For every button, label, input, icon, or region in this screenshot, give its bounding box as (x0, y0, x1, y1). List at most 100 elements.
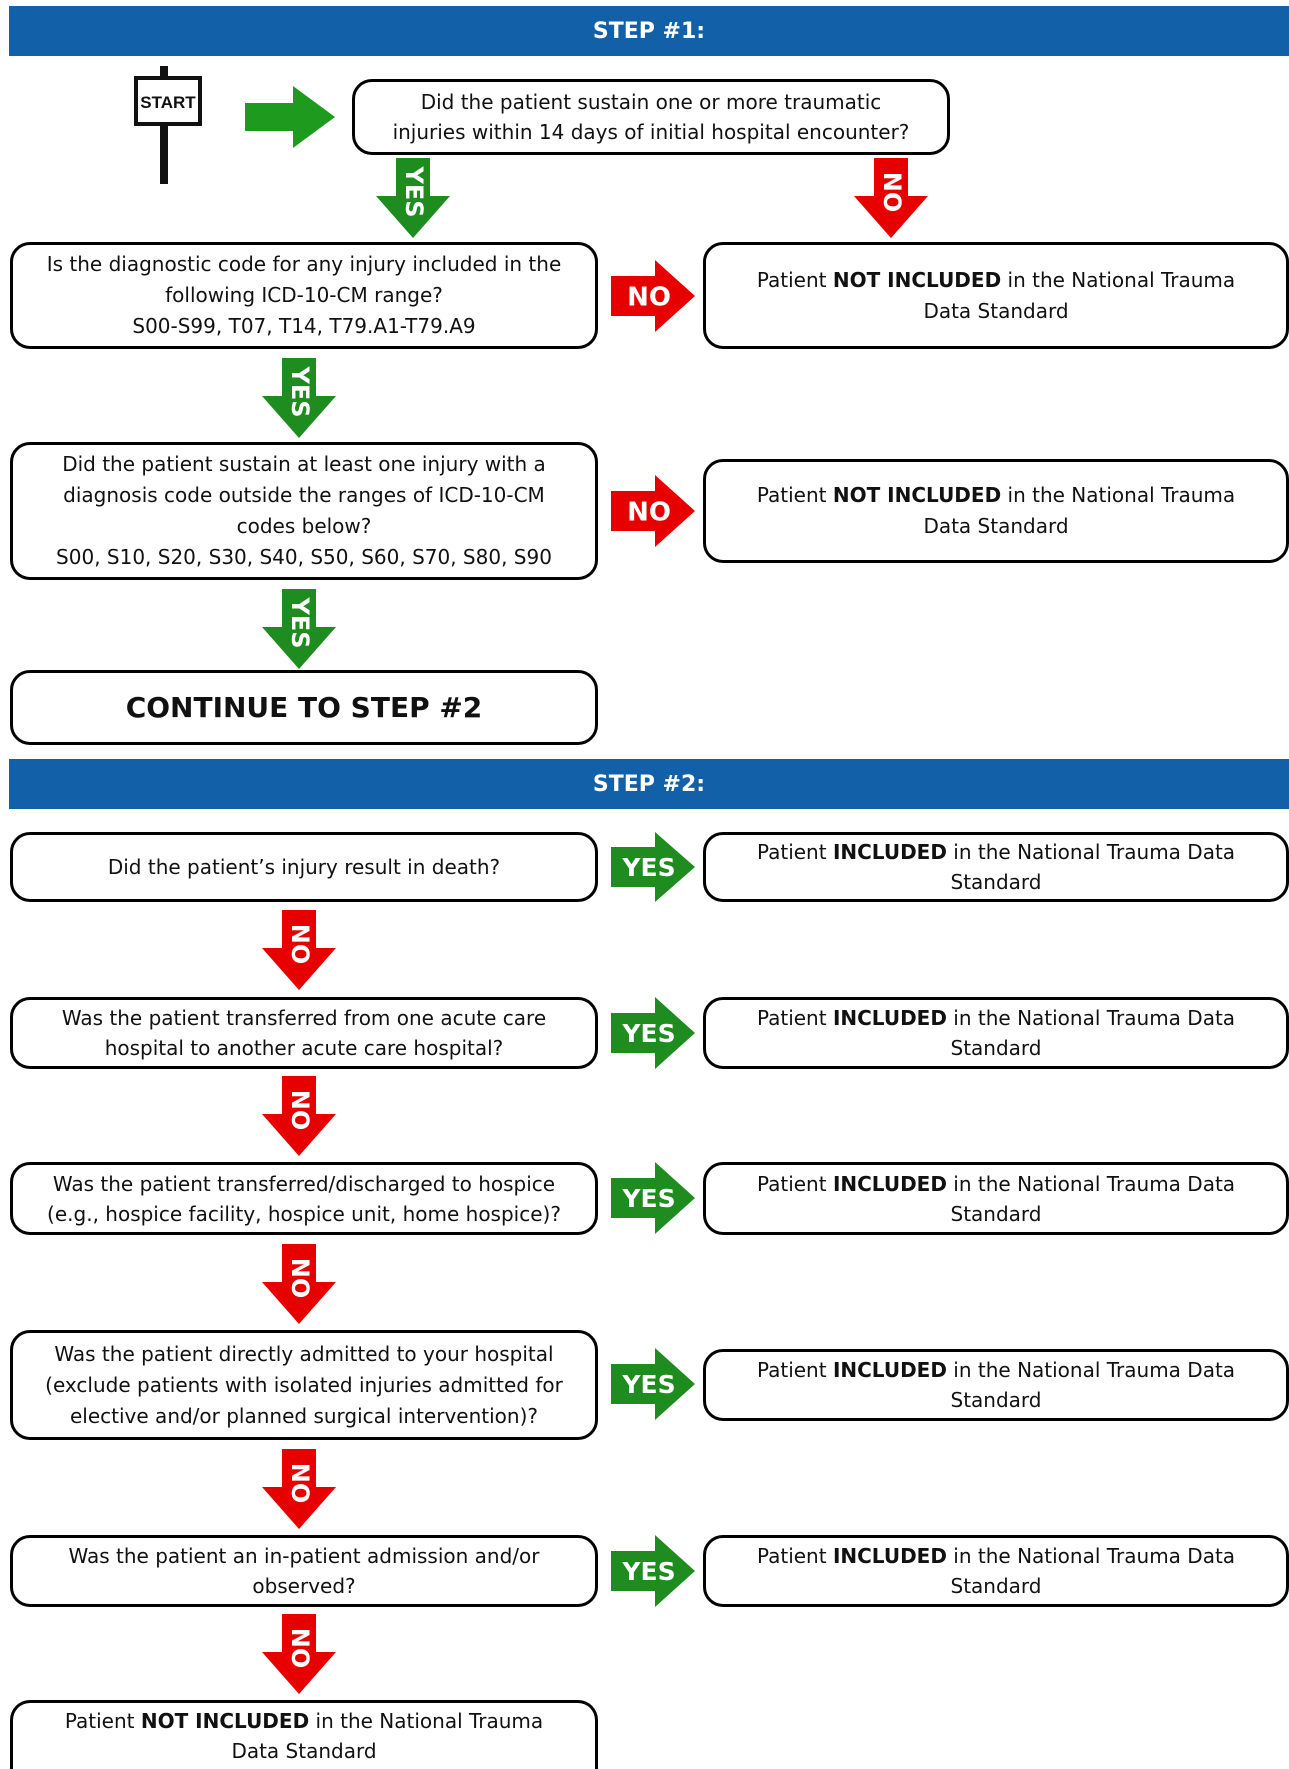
outcome-text-line2: Standard (950, 870, 1042, 894)
outcome-text-line2: Standard (950, 1201, 1042, 1226)
step1-q3-line1: Did the patient sustain at least one inj… (62, 452, 546, 476)
step1-q2-line2: following ICD-10-CM range? (165, 283, 443, 307)
no-arrow-down-icon: NO (262, 1076, 336, 1156)
outcome-text-line2: Standard (950, 1574, 1042, 1598)
step2-q3-line2: (e.g., hospice facility, hospice unit, h… (47, 1201, 561, 1226)
step2-title: STEP #2: (592, 771, 706, 797)
step2-question-3: Was the patient transferred/discharged t… (10, 1162, 598, 1235)
yes-arrow-down-icon: YES (376, 158, 450, 238)
outcome-text-line2: Data Standard (231, 1739, 377, 1763)
step2-q4-line2: (exclude patients with isolated injuries… (45, 1372, 563, 1397)
no-label: NO (878, 172, 906, 213)
no-label: NO (286, 1090, 314, 1131)
outcome-text-pre: Patient (756, 1006, 833, 1030)
yes-arrow-right-icon: YES (611, 1162, 695, 1234)
step1-q3-line2: diagnosis code outside the ranges of ICD… (63, 483, 545, 507)
no-label: NO (627, 498, 671, 528)
yes-arrow-down-icon: YES (262, 589, 336, 669)
yes-arrow-right-icon: YES (611, 832, 695, 902)
outcome-text-post: in the National Trauma Data (946, 840, 1236, 864)
step2-header: STEP #2: (9, 759, 1289, 809)
outcome-text-bold: NOT INCLUDED (832, 483, 1002, 507)
no-arrow-down-icon: NO (262, 1614, 336, 1694)
step2-q5-line2: observed? (252, 1574, 356, 1598)
outcome-not-included-final: Patient NOT INCLUDED in the National Tra… (10, 1700, 598, 1769)
no-arrow-down-icon: NO (262, 1449, 336, 1529)
no-arrow-down-icon: NO (854, 158, 928, 238)
step1-question-2: Is the diagnostic code for any injury in… (10, 242, 598, 349)
step2-q4-line1: Was the patient directly admitted to you… (54, 1341, 554, 1366)
outcome-text-pre: Patient (64, 1709, 141, 1733)
no-arrow-down-icon: NO (262, 1244, 336, 1324)
yes-arrow-right-icon: YES (611, 997, 695, 1069)
outcome-included-1: Patient INCLUDED in the National Trauma … (703, 832, 1289, 902)
outcome-text-bold: NOT INCLUDED (832, 267, 1002, 292)
outcome-text-pre: Patient (756, 483, 833, 507)
step1-question-3: Did the patient sustain at least one inj… (10, 442, 598, 580)
step2-question-2: Was the patient transferred from one acu… (10, 997, 598, 1069)
step1-title: STEP #1: (592, 18, 706, 44)
outcome-included-5: Patient INCLUDED in the National Trauma … (703, 1535, 1289, 1607)
outcome-text-bold: NOT INCLUDED (140, 1709, 310, 1733)
outcome-text-bold: INCLUDED (832, 1006, 947, 1030)
step1-q1-line2: injuries within 14 days of initial hospi… (392, 120, 910, 144)
yes-label: YES (621, 1370, 675, 1399)
outcome-text-line2: Standard (950, 1036, 1042, 1060)
step1-question-1: Did the patient sustain one or more trau… (352, 79, 950, 155)
step1-q3-line3: codes below? (236, 514, 372, 538)
outcome-text-pre: Patient (756, 1358, 833, 1382)
yes-label: YES (286, 596, 314, 648)
yes-label: YES (286, 365, 314, 417)
step2-q3-line1: Was the patient transferred/discharged t… (52, 1171, 556, 1196)
outcome-text-pre: Patient (756, 1171, 833, 1196)
no-label: NO (627, 283, 671, 313)
start-sign-icon: START (134, 66, 202, 184)
yes-arrow-right-icon: YES (611, 1535, 695, 1607)
yes-label: YES (621, 1184, 675, 1213)
yes-label: YES (621, 1557, 675, 1586)
outcome-text-line2: Data Standard (923, 514, 1069, 538)
no-arrow-right-icon: NO (611, 260, 695, 332)
outcome-text-pre: Patient (756, 1544, 833, 1568)
outcome-text-bold: INCLUDED (832, 1544, 947, 1568)
outcome-included-2: Patient INCLUDED in the National Trauma … (703, 997, 1289, 1069)
outcome-included-4: Patient INCLUDED in the National Trauma … (703, 1349, 1289, 1421)
step2-q2-line2: hospital to another acute care hospital? (104, 1036, 504, 1060)
outcome-text-bold: INCLUDED (832, 840, 947, 864)
continue-to-step2: CONTINUE TO STEP #2 (10, 670, 598, 745)
no-arrow-down-icon: NO (262, 910, 336, 990)
no-label: NO (286, 1628, 314, 1669)
no-label: NO (286, 924, 314, 965)
no-arrow-right-icon: NO (611, 475, 695, 547)
outcome-text-line2: Standard (950, 1388, 1042, 1412)
yes-label: YES (621, 1019, 675, 1048)
outcome-text-line2: Data Standard (923, 298, 1069, 323)
step2-q1-line1: Did the patient’s injury result in death… (107, 854, 501, 879)
no-label: NO (286, 1258, 314, 1299)
start-arrow-icon (245, 86, 335, 148)
outcome-text-post: in the National Trauma (1001, 267, 1236, 292)
yes-arrow-right-icon: YES (611, 1348, 695, 1420)
outcome-text-post: in the National Trauma Data (946, 1171, 1236, 1196)
outcome-text-pre: Patient (756, 267, 833, 292)
start-label: START (140, 93, 196, 112)
step1-q2-line3: S00-S99, T07, T14, T79.A1-T79.A9 (132, 314, 476, 338)
outcome-text-post: in the National Trauma Data (946, 1006, 1236, 1030)
outcome-text-post: in the National Trauma Data (946, 1544, 1236, 1568)
continue-label: CONTINUE TO STEP #2 (125, 691, 483, 724)
step2-question-1: Did the patient’s injury result in death… (10, 832, 598, 902)
no-label: NO (286, 1463, 314, 1504)
outcome-text-post: in the National Trauma Data (946, 1358, 1236, 1382)
step1-q3-line4: S00, S10, S20, S30, S40, S50, S60, S70, … (56, 545, 552, 569)
outcome-not-included-1: Patient NOT INCLUDED in the National Tra… (703, 242, 1289, 349)
outcome-not-included-2: Patient NOT INCLUDED in the National Tra… (703, 459, 1289, 563)
outcome-text-bold: INCLUDED (832, 1358, 947, 1382)
outcome-text-post: in the National Trauma (309, 1709, 544, 1733)
yes-arrow-down-icon: YES (262, 358, 336, 438)
step2-question-5: Was the patient an in-patient admission … (10, 1535, 598, 1607)
outcome-text-pre: Patient (756, 840, 833, 864)
outcome-text-bold: INCLUDED (832, 1171, 947, 1196)
step2-question-4: Was the patient directly admitted to you… (10, 1330, 598, 1440)
step1-header: STEP #1: (9, 6, 1289, 56)
step1-q2-line1: Is the diagnostic code for any injury in… (46, 252, 562, 276)
